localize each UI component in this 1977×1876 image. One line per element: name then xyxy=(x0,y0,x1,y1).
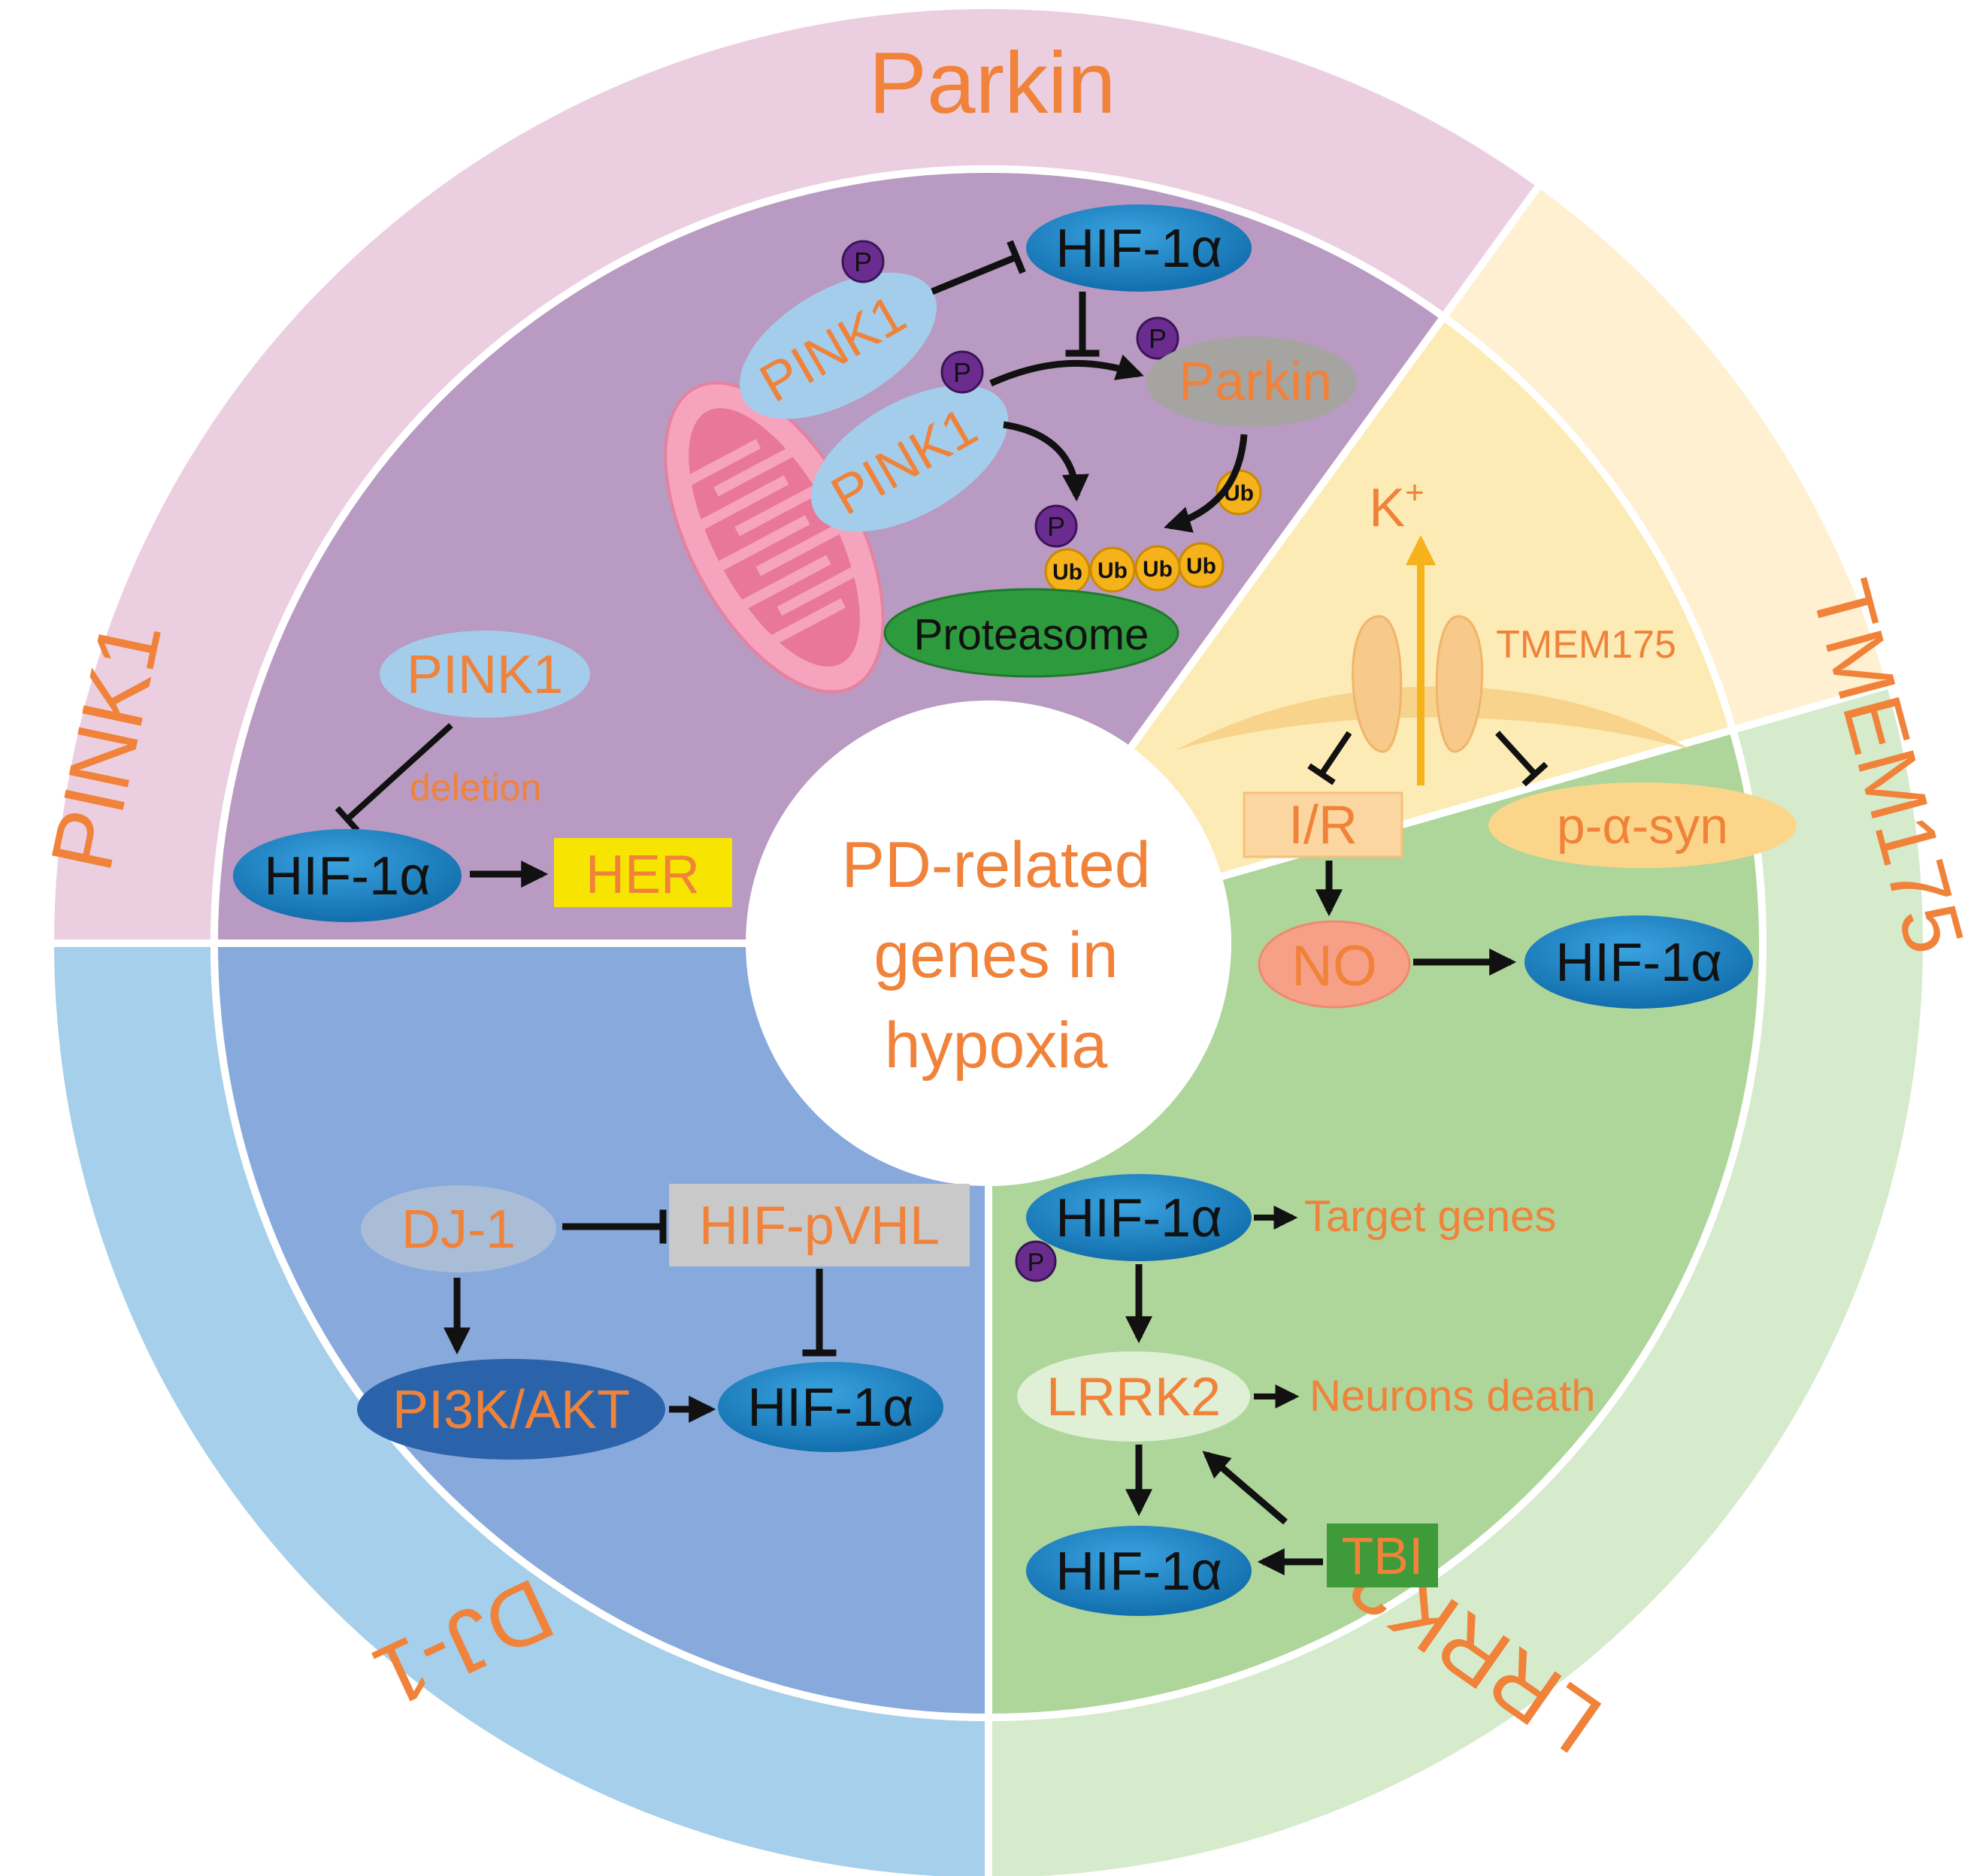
syn-label: p-α-syn xyxy=(1557,797,1728,855)
phospho-label-3: P xyxy=(1149,323,1167,354)
phospho-icon-2: P xyxy=(940,350,984,394)
hif-node-lrrk2-top xyxy=(1026,1174,1252,1261)
pink1-node-main xyxy=(380,631,590,718)
outer-label-parkin: Parkin xyxy=(869,34,1116,132)
ub-label-2: Ub xyxy=(1097,558,1128,583)
no-label: NO xyxy=(1291,934,1377,998)
proteasome-label: Proteasome xyxy=(914,610,1149,659)
potassium-k: K xyxy=(1369,478,1405,538)
hif-node-lrrk2-bottom xyxy=(1026,1526,1252,1616)
phospho-label-lrrk2: P xyxy=(1028,1248,1045,1277)
tmem175-panel: K+ TMEM175 I/R p-α-syn NO HIF-1α xyxy=(1176,474,1797,1009)
hif-label-tmem175: HIF-1α xyxy=(1555,933,1722,993)
pi3k-label: PI3K/AKT xyxy=(392,1380,630,1440)
dj1-node xyxy=(361,1185,556,1272)
hif-label-parkin: HIF-1α xyxy=(1055,219,1222,279)
center-title-line2: genes in xyxy=(873,919,1118,991)
tmem175-channel-label: TMEM175 xyxy=(1496,623,1676,667)
hif-label-lrrk2-bottom: HIF-1α xyxy=(1055,1542,1222,1602)
parkin-label: Parkin xyxy=(1179,352,1332,412)
inhibit-channel-ir xyxy=(1307,731,1352,785)
ir-label: I/R xyxy=(1288,795,1358,855)
center-title-line3: hypoxia xyxy=(885,1009,1108,1082)
center-circle xyxy=(749,704,1228,1182)
center-title-line1: PD-related xyxy=(841,829,1150,901)
parkin-node xyxy=(1146,337,1357,427)
inhibit-pink1-hif-deletion xyxy=(335,723,453,833)
dj1-panel: DJ-1 HIF-pVHL PI3K/AKT HIF-1α xyxy=(357,1184,970,1460)
arrow-pink1-parkin xyxy=(989,354,1144,387)
arrow-parkin-ub xyxy=(1164,434,1248,533)
pvhl-label: HIF-pVHL xyxy=(699,1196,940,1256)
neurons-death-label: Neurons death xyxy=(1309,1372,1595,1421)
ub-chain: Ub Ub Ub Ub xyxy=(1044,542,1225,595)
pi3k-node xyxy=(357,1359,665,1460)
ub-label-4: Ub xyxy=(1186,554,1216,579)
ion-channel-icon xyxy=(1352,615,1484,753)
lrrk2-label: LRRK2 xyxy=(1046,1367,1221,1427)
inhibit-pink1-hif xyxy=(931,240,1026,295)
hif-node-pink1 xyxy=(233,829,462,922)
hif-label-dj1: HIF-1α xyxy=(747,1378,914,1438)
pink1-node-b xyxy=(810,385,1009,532)
hif-node-parkin xyxy=(1026,204,1252,292)
deletion-label: deletion xyxy=(410,767,541,809)
hif-node-dj1 xyxy=(718,1362,943,1452)
lrrk2-panel: HIF-1α P Target genes LRRK2 Neurons deat… xyxy=(1015,1174,1595,1616)
target-genes-label: Target genes xyxy=(1304,1192,1556,1241)
phospho-icon-3: P xyxy=(1136,316,1179,360)
ub-label-1: Ub xyxy=(1052,560,1082,585)
hif-node-tmem175 xyxy=(1524,915,1753,1009)
proteasome-node xyxy=(883,588,1179,678)
syn-node xyxy=(1488,782,1797,868)
potassium-label: K+ xyxy=(1369,474,1424,538)
lrrk2-node xyxy=(1017,1351,1250,1442)
pvhl-box xyxy=(669,1184,970,1266)
no-node xyxy=(1258,920,1411,1009)
hif-label-lrrk2-top: HIF-1α xyxy=(1055,1188,1222,1248)
tbi-label: TBI xyxy=(1342,1527,1424,1585)
ub-label-3: Ub xyxy=(1143,557,1173,582)
membrane-arc xyxy=(1176,686,1691,750)
her-box xyxy=(554,838,732,907)
phospho-icon-1: P xyxy=(841,240,885,283)
her-label: HER xyxy=(586,845,700,905)
phospho-icon-lrrk2: P xyxy=(1015,1240,1057,1282)
arrow-tbi-lrrk2 xyxy=(1202,1451,1288,1525)
ir-box xyxy=(1243,791,1403,858)
potassium-plus: + xyxy=(1405,474,1424,511)
dj1-label: DJ-1 xyxy=(401,1200,516,1260)
phospho-icon-4: P xyxy=(1034,504,1078,548)
pink1-node-a xyxy=(739,272,937,419)
inhibit-channel-syn xyxy=(1495,731,1549,787)
pink1-panel: PINK1 deletion HIF-1α HER xyxy=(233,631,732,922)
tbi-box xyxy=(1327,1523,1438,1587)
phospho-label-2: P xyxy=(953,357,971,388)
phospho-label-1: P xyxy=(854,247,872,277)
hif-label-pink1: HIF-1α xyxy=(264,846,431,906)
pink1-label-main: PINK1 xyxy=(407,645,563,705)
arrow-pink1-ub xyxy=(1003,421,1089,502)
phospho-label-4: P xyxy=(1047,511,1065,542)
mitochondrion-icon xyxy=(664,381,885,694)
